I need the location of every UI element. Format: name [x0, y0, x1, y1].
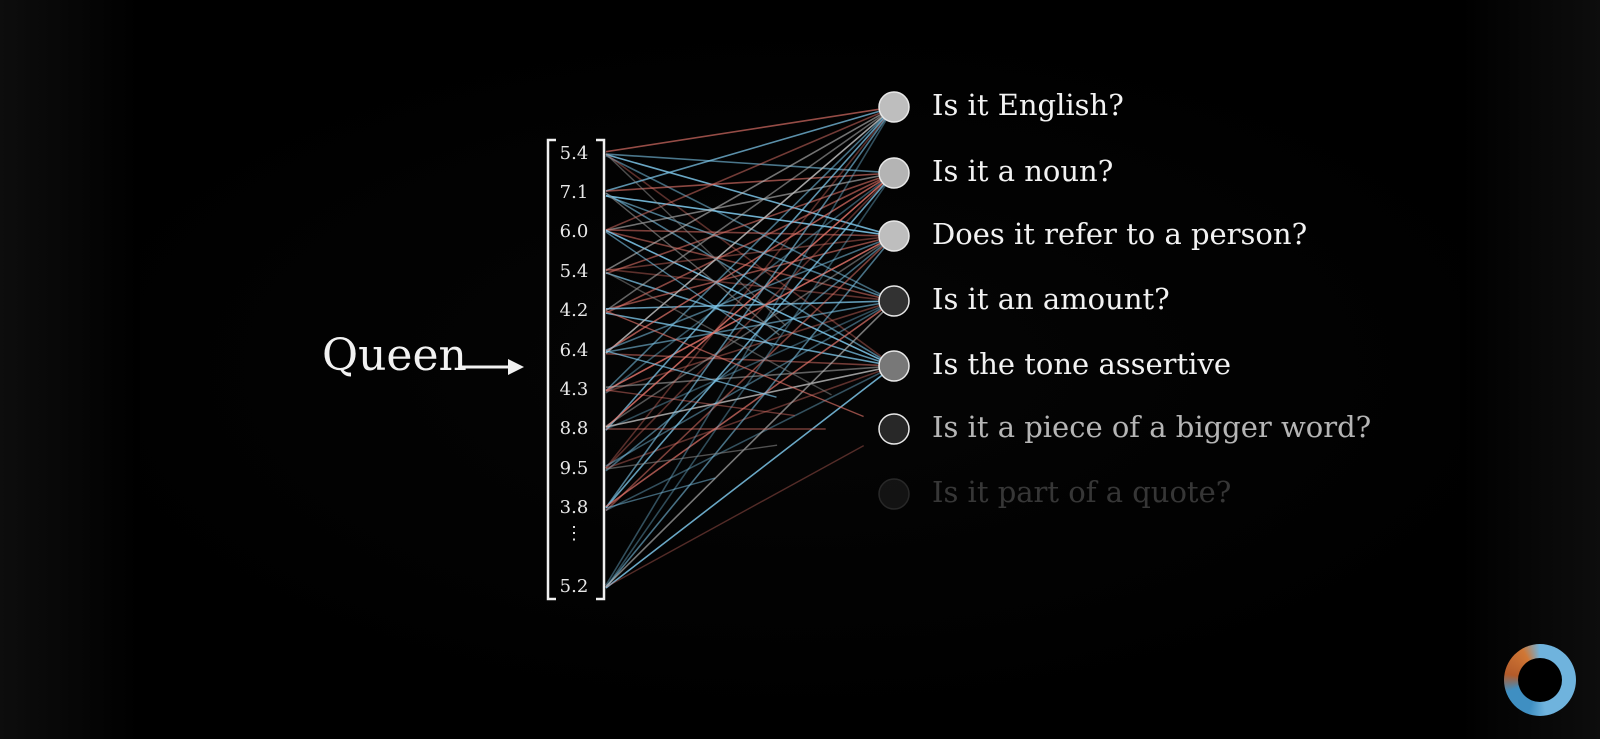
weight-line	[605, 106, 895, 431]
weight-line	[605, 192, 895, 367]
weight-line	[605, 235, 895, 311]
weight-line	[605, 153, 895, 174]
question-neuron	[878, 350, 910, 382]
weight-line	[605, 172, 895, 509]
weight-line	[605, 153, 895, 237]
vector-entry: 5.2	[559, 576, 589, 597]
weight-line	[605, 106, 895, 153]
question-neuron	[878, 478, 910, 510]
weight-line	[605, 106, 895, 392]
weight-line	[605, 172, 895, 428]
weight-line-partial	[605, 192, 780, 336]
weight-connections	[605, 106, 895, 589]
weight-line	[605, 352, 895, 367]
weight-line	[605, 154, 895, 302]
weight-line	[605, 106, 895, 272]
vector-entry: 8.8	[559, 418, 589, 439]
weight-line	[605, 106, 895, 231]
weight-line	[605, 365, 895, 589]
weight-line-partial	[605, 350, 777, 398]
question-neuron	[878, 285, 910, 317]
question-label: Is it English?	[932, 88, 1124, 122]
weight-line	[605, 106, 895, 354]
weight-line	[605, 235, 895, 392]
right-vignette	[1460, 0, 1600, 739]
vector-ellipsis: ⋮	[565, 523, 583, 544]
weight-line-partial	[605, 389, 795, 417]
vector-entry: 6.0	[559, 221, 589, 242]
weight-line	[605, 300, 895, 508]
question-neurons	[878, 91, 910, 510]
3blue1brown-pi-logo-icon	[1504, 644, 1576, 716]
right-arrow-icon	[462, 359, 524, 375]
weight-line	[605, 300, 895, 430]
weight-line	[605, 229, 895, 367]
question-label: Does it refer to a person?	[932, 217, 1308, 251]
weight-line	[605, 172, 895, 469]
weight-line	[605, 235, 895, 512]
weight-line	[605, 106, 895, 586]
weight-line-partial	[605, 153, 787, 327]
question-neuron	[878, 91, 910, 123]
weight-line	[605, 172, 895, 232]
weight-line	[605, 153, 895, 367]
weight-line	[605, 365, 895, 388]
vector-bracket	[546, 138, 606, 601]
vector-entry: 4.3	[559, 379, 589, 400]
question-neuron	[878, 157, 910, 189]
weight-line-partial	[605, 271, 832, 396]
vector-entry: 9.5	[559, 458, 589, 479]
weight-line	[605, 300, 895, 310]
vector-entry: 3.8	[559, 497, 589, 518]
question-label: Is it an amount?	[932, 282, 1170, 316]
vector-entry: 6.4	[559, 340, 589, 361]
question-label: Is it part of a quote?	[932, 475, 1232, 509]
weight-line	[605, 172, 895, 192]
left-vignette	[0, 0, 140, 739]
weight-line	[605, 172, 895, 394]
weight-line-partial	[605, 231, 773, 347]
question-neuron	[878, 413, 910, 445]
weight-line	[605, 106, 895, 469]
weight-line-partial	[605, 444, 778, 470]
vector-entry: 5.4	[559, 143, 589, 164]
weight-line	[605, 272, 895, 367]
weight-line	[605, 365, 895, 512]
vector-entry: 4.2	[559, 300, 589, 321]
weight-line	[605, 106, 895, 192]
weight-line	[605, 235, 895, 588]
vector-entry: 7.1	[559, 182, 589, 203]
vector-entry: 5.4	[559, 261, 589, 282]
weight-line-partial	[605, 444, 865, 588]
weight-line	[605, 172, 895, 353]
weight-line-partial	[605, 310, 864, 418]
question-label: Is the tone assertive	[932, 347, 1231, 381]
weight-line	[605, 106, 895, 312]
question-label: Is it a piece of a bigger word?	[932, 410, 1372, 444]
weight-line	[605, 235, 895, 472]
weight-line-partial	[605, 477, 716, 509]
weight-line	[605, 172, 895, 275]
weight-line	[605, 300, 895, 467]
weight-line	[605, 106, 895, 508]
input-token-label: Queen	[322, 330, 467, 381]
weight-line	[605, 300, 895, 588]
question-label: Is it a noun?	[932, 154, 1114, 188]
weight-line	[605, 365, 895, 428]
question-neuron	[878, 220, 910, 252]
weight-line	[605, 172, 895, 589]
weight-line	[605, 172, 895, 314]
weight-line	[605, 229, 895, 237]
